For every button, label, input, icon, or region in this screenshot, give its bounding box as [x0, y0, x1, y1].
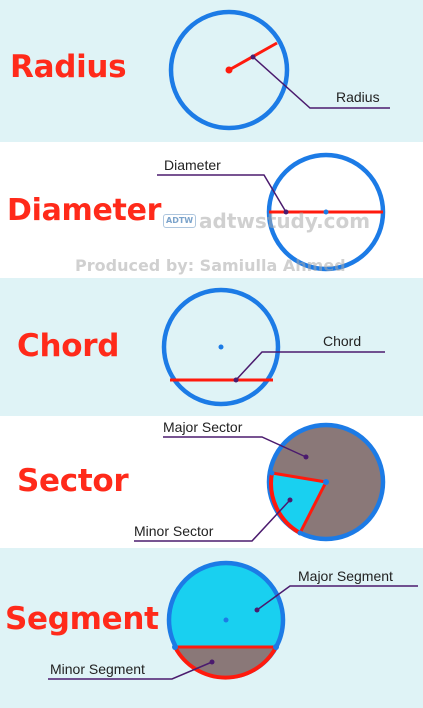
sector-diagram	[134, 422, 386, 542]
minor-sector-label: Minor Sector	[134, 523, 214, 539]
chord-label: Chord	[323, 333, 362, 349]
chord-leader-line	[235, 351, 385, 381]
segment-major-leader-line	[256, 585, 418, 611]
radius-title: Radius	[10, 49, 127, 85]
sector-minor-arc	[269, 472, 302, 535]
diameter-panel	[0, 142, 423, 278]
watermark-site: adtwstudy.com	[199, 209, 371, 233]
watermark-logo: ADTW	[163, 214, 197, 228]
sector-minor-leader-line	[134, 499, 291, 542]
segment-title: Segment	[5, 601, 159, 637]
chord-center-dot	[218, 344, 224, 350]
segment-diagram	[48, 560, 418, 680]
diameter-leader-line	[157, 174, 287, 213]
watermark-credit: Produced by: Samiulla Ahmed	[75, 256, 346, 275]
radius-circle	[168, 9, 290, 131]
diameter-diagram	[157, 152, 386, 272]
sector-center-dot	[323, 479, 329, 485]
diameter-center-dot	[323, 209, 329, 215]
major-segment-label: Major Segment	[298, 568, 393, 584]
segment-minor-fill	[175, 647, 276, 678]
radius-diagram	[168, 9, 390, 131]
sector-major-leader-line	[163, 436, 307, 458]
radius-center-dot	[225, 66, 233, 74]
segment-center-dot	[223, 617, 229, 623]
segment-minor-arc	[173, 646, 278, 680]
chord-circle	[161, 287, 281, 407]
diameter-title: Diameter	[7, 193, 162, 228]
chord-diagram	[161, 287, 385, 407]
segment-minor-leader-line	[48, 661, 213, 680]
chord-panel	[0, 278, 423, 416]
radius-label: Radius	[336, 89, 380, 105]
minor-segment-label: Minor Segment	[50, 661, 145, 677]
sector-radius-1	[271, 471, 327, 484]
radius-leader-line	[252, 56, 390, 109]
chord-title: Chord	[17, 328, 120, 364]
sector-radius-2	[298, 481, 328, 534]
radius-panel	[0, 0, 423, 142]
sector-title: Sector	[17, 463, 129, 499]
major-sector-label: Major Sector	[163, 419, 243, 435]
diameter-label: Diameter	[164, 157, 221, 173]
